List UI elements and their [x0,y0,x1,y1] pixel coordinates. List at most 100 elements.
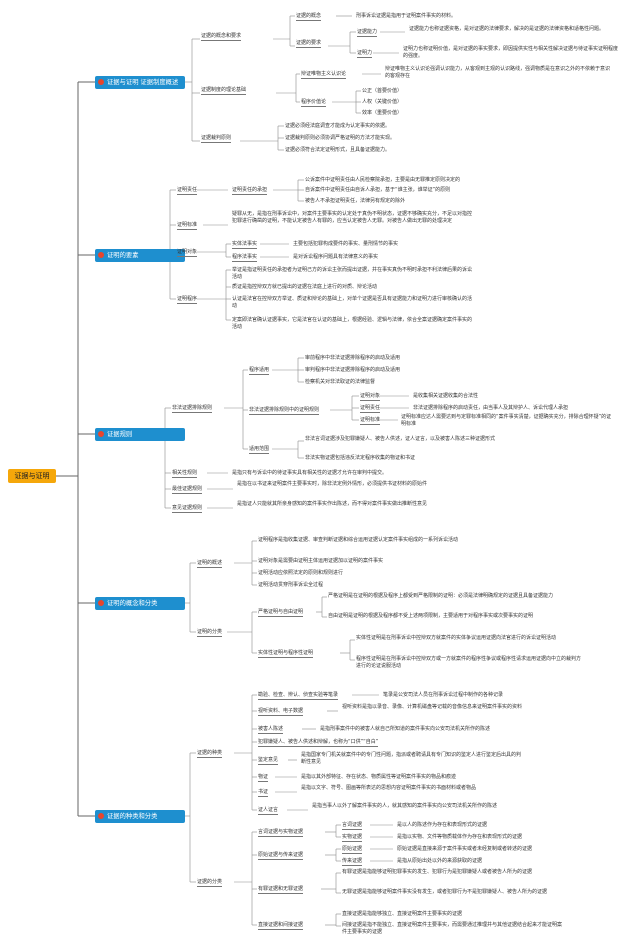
topic-procedural-value[interactable]: 程序价值论 [301,99,327,107]
red-circle-icon [98,812,104,819]
topic-records[interactable]: 勘验、检查、辨认、侦查实验等笔录 [258,692,339,700]
topic-burden-of-proof[interactable]: 证明责任 [177,187,198,195]
text-authentication: 认证是法官在控辩双方举证、质证和辩论的基础上，对单个证据是否具有证据能力和证明力… [232,296,473,309]
topic-original-evidence[interactable]: 原始证据 [342,846,363,854]
topic-substantive-procedural-proof[interactable]: 实体性证明与程序性证明 [258,650,314,658]
text-cross-examination: 质证是指控辩双方就已提出的证据在法庭上进行的对质、辩论活动 [232,284,378,290]
main-topic-evidence-types[interactable]: 证据的种类和分类 [95,810,185,823]
text-proof-procedure: 证明程序是指收集证据、审查判断证据和综合运用证据认定案件事实组成的一系列诉讼活动 [258,537,459,543]
topic-documentary-evidence[interactable]: 书证 [258,789,269,797]
main-topic-proof-classification[interactable]: 证明的概念和分类 [95,597,185,610]
topic-proof-types[interactable]: 证明的分类 [197,629,223,637]
text-pretrial-exclusion: 审前程序中非法证据排除程序的启动及适用 [305,355,401,361]
topic-evidence-adjudication[interactable]: 证据裁判原则 [201,135,232,143]
topic-exclusion-standard[interactable]: 证明标准 [360,417,381,425]
topic-relevance-rule[interactable]: 相关性规则 [172,470,198,478]
topic-direct-indirect[interactable]: 直接证据和间接证据 [258,922,304,930]
topic-guilt-innocence[interactable]: 有罪证据和无罪证据 [258,886,304,894]
text-proof-object: 证明对象是需要由证明主体运用证据加以证明的案件事实 [258,558,384,564]
main-topic-evidence-rules[interactable]: 证据规则 [95,428,185,441]
text-relevance-rule: 是指只有与诉讼中的待证事实具有相关性的证据才允许在审判中提交。 [232,470,388,476]
text-burden-2: 自诉案件中证明责任由自诉人承担，基于“谁主张，谁举证”的原则 [305,187,451,193]
text-best-evidence-rule: 是指在以书证来证明案件主要事实时，除非法定例外情形，必须提供书证材料的原始件 [237,481,428,487]
red-circle-icon [98,599,104,606]
text-opinion-evidence-rule: 是指证人只能就其所亲身感知的案件事实作出陈述，而不得对案件事实做出推断性意见 [237,501,428,507]
red-circle-icon [98,78,104,85]
topic-verbal-evidence[interactable]: 言词证据 [342,822,363,830]
text-adjudication-1: 证据必须经法庭调查才能成为认定事实的依据。 [285,123,391,129]
topic-expert-opinion[interactable]: 鉴定意见 [258,757,279,765]
text-illegal-verbal-evidence: 非法言词证据涉及犯罪嫌疑人、被告人供述，证人证言，以及被害人陈述三种证据形式 [305,436,496,442]
text-adjudication-3: 证据必须符合法定证明形式，且具备证据能力。 [285,147,391,153]
text-probative-force: 证明力也称证明价值，是对证据的事实要求，即因提供实性与相关性解决证据与待证事实证… [403,46,619,59]
text-procedural-proof: 程序性证明是在刑事诉讼中控辩双方或一方就案件的程序性争议或程序性请求运用证据向中… [356,656,582,669]
topic-standard-of-proof[interactable]: 证明标准 [177,222,198,230]
topic-best-evidence-rule[interactable]: 最佳证据规则 [172,486,203,494]
topic-original-derivative[interactable]: 原始证据与传来证据 [258,852,304,860]
topic-object-of-proof[interactable]: 证明对象 [177,249,198,257]
topic-substantive-facts[interactable]: 实体法事实 [232,241,258,249]
text-procuratorial-supervision: 检察机关对非法取证的法律监督 [305,379,376,385]
topic-physical-evidence[interactable]: 物证 [258,774,269,782]
text-adjudication-2: 证据裁判原则必须协调严格证明的方法才能实现。 [285,135,396,141]
text-substantive-facts: 主要包括犯罪构成要件的事实、量刑情节的事实 [293,241,399,247]
text-substantive-proof: 实体性证明是在刑事诉讼中控辩双方就案件的实体争议运用证据向法官进行的诉讼证明活动 [356,635,557,641]
topic-burden-bearer[interactable]: 证明责任的承担 [232,187,268,195]
main-topic-evidence-system[interactable]: 证据与证明 证据制度概述 [95,76,185,89]
topic-exclusion-object[interactable]: 证明对象 [360,393,381,401]
text-real-evidence: 是指以实物、文件等物质载体作为存在和表现形式的证据 [397,834,523,840]
text-guilt-evidence: 有罪证据是指能够证明犯罪事实的发生、犯罪行为是犯罪嫌疑人或者被告人所为的证据 [342,869,533,875]
text-fairness: 公正（首要价值） [362,88,403,94]
topic-victim-statement[interactable]: 被害人陈述 [258,726,284,734]
text-exclusion-burden: 非法证据排除程序的启动责任，由当事人及其辩护人、诉讼代理人承担 [413,405,569,411]
topic-evidence-requirements[interactable]: 证据的要求 [296,40,322,48]
topic-exclusion-burden[interactable]: 证明责任 [360,405,381,413]
main-topic-proof-elements[interactable]: 证明的要素 [95,249,185,262]
topic-scope-of-application[interactable]: 适用范围 [249,446,270,454]
topic-real-evidence[interactable]: 实物证据 [342,834,363,842]
topic-evidence-classification[interactable]: 证据的分类 [197,879,223,887]
root-node[interactable]: 证据与证明 [8,469,56,483]
text-derivative-evidence: 是指从原始出处以外的来源获取的证据 [397,858,483,864]
topic-verbal-physical[interactable]: 言词证据与实物证据 [258,829,304,837]
text-finalize-case: 定案即法官确认证据事实，它是法官在认证的基础上，根据经验、逻辑与法律，依合全案证… [232,317,473,330]
topic-strict-free-proof[interactable]: 严格证明与自由证明 [258,609,304,617]
topic-confession[interactable]: 犯罪嫌疑人、被告人供述和辩解，也称为“口供”“自白” [258,739,379,747]
text-victim-statement: 是指刑事案件中的被害人就自己所知道的案件事实向公安司法机关所作的陈述 [320,726,491,732]
text-exclusion-object: 是收集相关证据收集的合法性 [413,393,479,399]
topic-theory-basis[interactable]: 证据制度的理论基础 [201,87,247,95]
topic-opinion-evidence-rule[interactable]: 意见证据规则 [172,505,203,513]
topic-evidence-capacity[interactable]: 证据能力 [357,29,378,37]
text-proof-whole-process: 证明活动贯穿刑事诉讼全过程 [258,582,324,588]
text-human-rights: 人权（关键价值） [362,99,403,105]
topic-exclusion-rule[interactable]: 非法证据排除规则 [172,405,213,413]
text-burden-3: 被告人不承担证明责任，法律另有规定的除外 [305,198,406,204]
text-free-proof: 自由证明是证明的根据及程序都不受上述两项限制，主要适用于对程序事实或次要事实的证… [328,613,534,619]
topic-exclusion-proof-rules[interactable]: 非法证据排除规则中的证明规则 [249,407,320,415]
topic-procedural-facts[interactable]: 程序法事实 [232,254,258,262]
topic-proof-procedure[interactable]: 证明程序 [177,296,198,304]
topic-probative-force[interactable]: 证明力 [357,50,373,58]
text-documentary-evidence: 是指以文字、符号、图画等所表达的思想内容证明案件事实的书面材料或者物品 [301,785,477,791]
text-audiovisual: 视听资料是指以录音、录像、计算机磁盘等记载的音像信息来证明案件事实的资料 [342,704,523,710]
text-illegal-physical-evidence: 非法实物证据包括违反法定程序收集的物证和书证 [305,455,416,461]
topic-evidence-kinds[interactable]: 证据的种类 [197,750,223,758]
topic-procedure-application[interactable]: 程序适用 [249,367,270,375]
topic-witness-testimony[interactable]: 证人证言 [258,807,279,815]
text-direct-evidence: 直接证据是指能够独立、直接证明案件主要事实的证据 [342,911,463,917]
topic-derivative-evidence[interactable]: 传来证据 [342,858,363,866]
text-procedural-facts: 是对诉讼程序问题具有法律意义的事实 [293,254,379,260]
text-evidence-concept: 刑事诉讼证据是指用于证明案件事实的材料。 [356,13,457,19]
topic-proof-overview[interactable]: 证明的概述 [197,560,223,568]
text-strict-proof: 严格证明是在证明的根据及程序上都受到严格限制的证明：必须是法律明确规定的证据且具… [328,593,554,599]
topic-evidence-concept-requirements[interactable]: 证据的概念和要求 [201,33,242,41]
text-innocence-evidence: 无罪证据是指能够证明案件事实没有发生，或者犯罪行为不是犯罪嫌疑人、被告人所为的证… [342,889,548,895]
text-evidence-capacity: 证据能力也称证据资格，是对证据的法律要求，解决的是证据的法律资格和适格性问题。 [409,26,605,32]
text-burden-1: 公诉案件中证明责任由人民检察院承担，主要是由无罪推定原则决定的 [305,177,461,183]
topic-evidence-concept[interactable]: 证据的概念 [296,13,322,21]
topic-audiovisual[interactable]: 视听资料、电子数据 [258,708,304,716]
topic-epistemology[interactable]: 辩证唯物主义认识论 [301,71,347,79]
text-indirect-evidence: 间接证据是指不能独立、直接证明案件主要事实，而需要通过推理并与其他证据结合起来才… [342,922,563,935]
